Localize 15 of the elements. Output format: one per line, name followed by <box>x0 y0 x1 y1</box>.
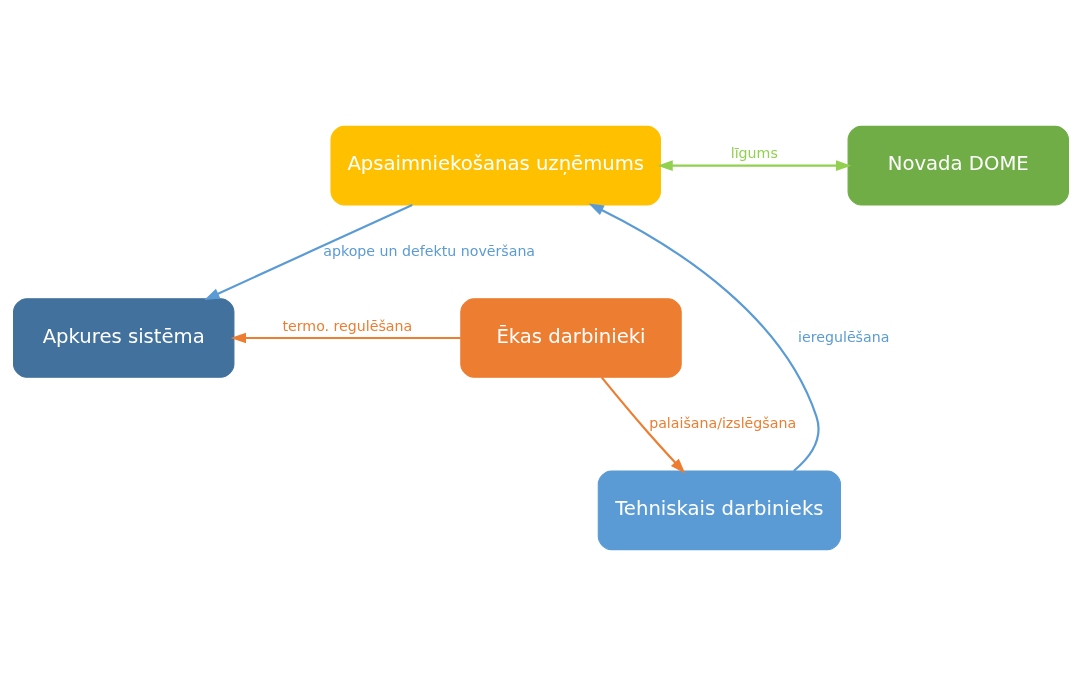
edge-label: termo. regulēšana <box>282 317 413 334</box>
arrow <box>230 332 461 344</box>
edge-label: līgums <box>730 145 778 162</box>
node-box: Apsaimniekošanas uzņēmums <box>330 125 661 206</box>
node-box: Ēkas darbinieki <box>460 298 682 378</box>
node-box: Tehniskais darbinieks <box>597 470 841 551</box>
edge-label: palaišana/izslēgšana <box>649 414 797 431</box>
arrow <box>588 203 820 472</box>
node-box: Apkures sistēma <box>13 298 235 378</box>
arrow <box>600 376 686 474</box>
arrow <box>204 203 413 301</box>
node-box: Novada DOME <box>847 125 1069 206</box>
edge-label: ieregulēšana <box>798 328 890 345</box>
edge-label: apkope un defektu novēršana <box>323 242 536 259</box>
arrow <box>657 160 852 171</box>
